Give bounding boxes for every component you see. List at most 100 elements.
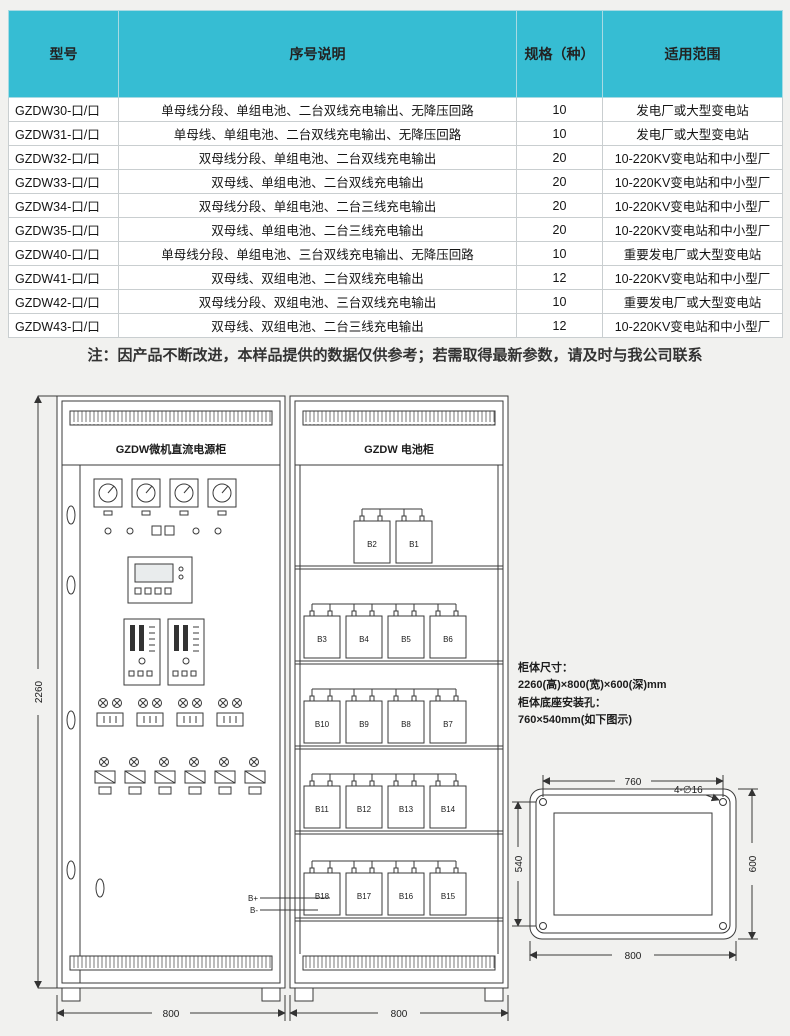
breaker-switch xyxy=(184,770,206,784)
vent-grille xyxy=(69,955,273,971)
battery xyxy=(303,872,341,916)
battery xyxy=(353,520,391,564)
battery xyxy=(387,615,425,659)
door-handle xyxy=(66,860,76,880)
battery xyxy=(303,700,341,744)
spec-line-1: 柜体尺寸： xyxy=(517,660,573,674)
table-cell: 双母线分段、单组电池、二台三线充电输出 xyxy=(118,193,517,218)
indicator-light xyxy=(214,527,222,535)
battery-label: B10 xyxy=(315,720,330,729)
breaker-switch xyxy=(214,770,236,784)
table-cell: 10-220KV变电站和中小型厂 xyxy=(602,145,783,170)
cabinet-foot xyxy=(484,987,504,1002)
table-cell: GZDW31-口/口 xyxy=(8,121,119,146)
door-handle xyxy=(66,710,76,730)
battery-label: B2 xyxy=(367,540,377,549)
battery-label: B18 xyxy=(315,892,330,901)
table-cell: 10-220KV变电站和中小型厂 xyxy=(602,169,783,194)
table-cell: GZDW41-口/口 xyxy=(8,265,119,290)
battery xyxy=(429,785,467,829)
table-cell: 双母线、单组电池、二台三线充电输出 xyxy=(118,217,517,242)
breaker-switch xyxy=(96,712,124,727)
table-cell: 双母线、双组电池、二台双线充电输出 xyxy=(118,265,517,290)
cabinet-foot xyxy=(61,987,81,1002)
table-cell: 20 xyxy=(516,145,603,170)
display-screen xyxy=(134,563,174,583)
table-cell: GZDW43-口/口 xyxy=(8,313,119,338)
door-handle xyxy=(95,878,105,898)
indicator-light xyxy=(126,527,134,535)
breaker-switch xyxy=(216,712,244,727)
table-cell: 双母线、双组电池、二台三线充电输出 xyxy=(118,313,517,338)
indicator-light xyxy=(192,527,200,535)
battery-label: B7 xyxy=(443,720,453,729)
table-cell: 发电厂或大型变电站 xyxy=(602,97,783,122)
table-cell: 20 xyxy=(516,193,603,218)
battery xyxy=(345,785,383,829)
battery-label: B6 xyxy=(443,635,453,644)
breaker-switch xyxy=(154,770,176,784)
battery-label: B16 xyxy=(399,892,414,901)
vent-grille xyxy=(302,955,496,971)
breaker-switch xyxy=(176,712,204,727)
battery-label: B12 xyxy=(357,805,372,814)
height-dimension: 2260 xyxy=(34,395,57,989)
table-cell: 10 xyxy=(516,97,603,122)
battery xyxy=(345,615,383,659)
battery xyxy=(395,520,433,564)
table-cell: 10-220KV变电站和中小型厂 xyxy=(602,265,783,290)
battery xyxy=(387,785,425,829)
battery-label: B4 xyxy=(359,635,369,644)
spec-line-4: 760×540mm(如下图示) xyxy=(518,712,632,726)
table-cell: 发电厂或大型变电站 xyxy=(602,121,783,146)
battery-label: B13 xyxy=(399,805,414,814)
table-cell: 单母线分段、单组电池、三台双线充电输出、无降压回路 xyxy=(118,241,517,266)
table-cell: 20 xyxy=(516,217,603,242)
meter-row xyxy=(93,478,237,516)
base-left-dimension: 540 xyxy=(514,855,525,872)
breaker-row-2 xyxy=(94,757,266,795)
left-width-value: 800 xyxy=(163,1009,180,1020)
battery xyxy=(387,872,425,916)
table-cell: 单母线、单组电池、二台双线充电输出、无降压回路 xyxy=(118,121,517,146)
table-cell: 重要发电厂或大型变电站 xyxy=(602,241,783,266)
mounting-hole xyxy=(719,798,727,806)
door-handle xyxy=(66,575,76,595)
table-header-row: 型号 序号说明 规格（种） 适用范围 xyxy=(8,10,783,98)
mounting-hole xyxy=(719,922,727,930)
battery xyxy=(429,872,467,916)
table-cell: 10-220KV变电站和中小型厂 xyxy=(602,313,783,338)
battery-label: B11 xyxy=(315,805,329,814)
battery-label: B8 xyxy=(401,720,411,729)
table-cell: 20 xyxy=(516,169,603,194)
power-cabinet: GZDW微机直流电源柜 xyxy=(56,395,286,1002)
table-cell: 10-220KV变电站和中小型厂 xyxy=(602,193,783,218)
battery-label: B1 xyxy=(409,540,419,549)
door-handle xyxy=(66,505,76,525)
hole-label: 4-∅16 xyxy=(674,785,703,796)
right-width-value: 800 xyxy=(391,1009,408,1020)
monitor-module xyxy=(127,556,193,604)
battery xyxy=(303,785,341,829)
cabinet-spec-text: 柜体尺寸： 2260(高)×800(宽)×600(深)mm 柜体底座安装孔： 7… xyxy=(517,660,667,726)
mounting-hole xyxy=(539,798,547,806)
battery xyxy=(303,615,341,659)
battery-label: B15 xyxy=(441,892,456,901)
mounting-hole xyxy=(539,922,547,930)
table-cell: 双母线分段、双组电池、三台双线充电输出 xyxy=(118,289,517,314)
column-header-spec-count: 规格（种） xyxy=(516,10,603,98)
table-cell: GZDW32-口/口 xyxy=(8,145,119,170)
width-dimension-right: 800 xyxy=(289,995,509,1021)
table-cell: 重要发电厂或大型变电站 xyxy=(602,289,783,314)
battery-label: B9 xyxy=(359,720,369,729)
battery-label: B17 xyxy=(357,892,372,901)
